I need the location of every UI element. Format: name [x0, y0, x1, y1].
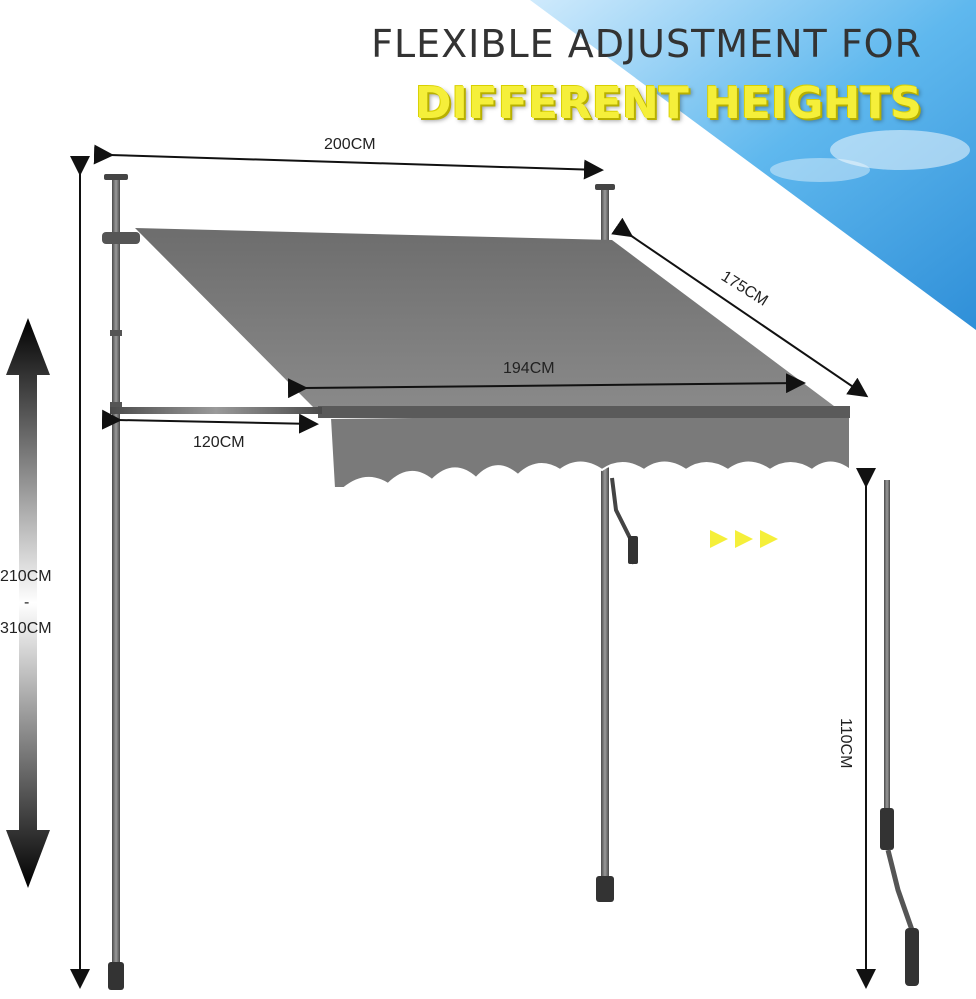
- support-arm: [110, 407, 322, 414]
- crank-length-label: 110CM: [837, 718, 854, 769]
- left-pole: [102, 174, 140, 990]
- arm-length-label: 120CM: [193, 434, 245, 451]
- canopy-width-label: 194CM: [503, 360, 555, 377]
- height-adjust-arrow: [6, 318, 50, 888]
- headline-line-1: FLEXIBLE ADJUSTMENT FOR: [371, 22, 922, 66]
- right-pole: [595, 184, 615, 902]
- headline-line-2: DIFFERENT HEIGHTS: [414, 78, 922, 129]
- depth-dimension-line: [611, 217, 869, 398]
- width-dimension-line: [93, 144, 604, 180]
- width-label: 200CM: [324, 136, 376, 153]
- height-min-label: 210CM: [0, 568, 52, 585]
- height-separator: -: [24, 594, 30, 611]
- height-max-label: 310CM: [0, 620, 52, 637]
- crank-detail: [880, 480, 919, 986]
- awning-valance: [328, 410, 851, 489]
- canopy-dimension-line: [287, 373, 806, 399]
- yellow-arrows: [710, 530, 778, 548]
- arm-dimension-line: [101, 409, 319, 434]
